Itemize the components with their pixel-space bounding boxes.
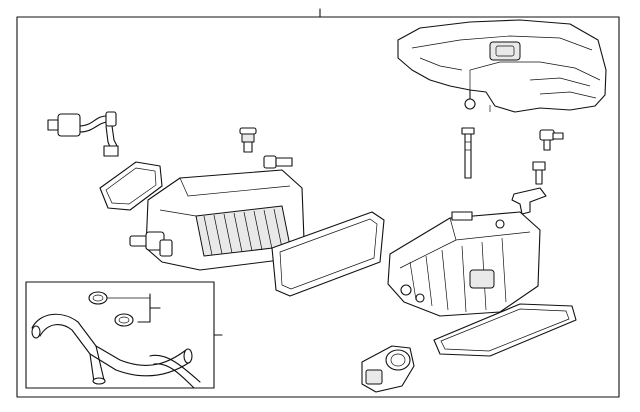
diagram-frame bbox=[16, 8, 620, 398]
fitting[interactable] bbox=[539, 129, 564, 151]
engine-cover[interactable] bbox=[397, 19, 607, 113]
supercharger[interactable] bbox=[387, 211, 541, 317]
bolt[interactable] bbox=[263, 155, 293, 169]
fitting-bolt[interactable] bbox=[532, 161, 546, 185]
hose-clamp bbox=[88, 291, 150, 305]
coolant-hose bbox=[31, 313, 201, 389]
hose-clamp bbox=[114, 313, 134, 327]
throttle-body[interactable] bbox=[361, 345, 415, 393]
cover-bolt[interactable] bbox=[461, 127, 475, 179]
cap[interactable] bbox=[511, 187, 547, 215]
gasket-small[interactable] bbox=[99, 161, 163, 211]
intercooler[interactable] bbox=[129, 169, 305, 271]
hose-kit-inset[interactable] bbox=[25, 281, 223, 389]
gasket-bottom[interactable] bbox=[433, 303, 577, 357]
hose-assembly[interactable] bbox=[47, 111, 119, 157]
gasket-large[interactable] bbox=[271, 211, 385, 297]
grommet[interactable] bbox=[239, 127, 257, 153]
